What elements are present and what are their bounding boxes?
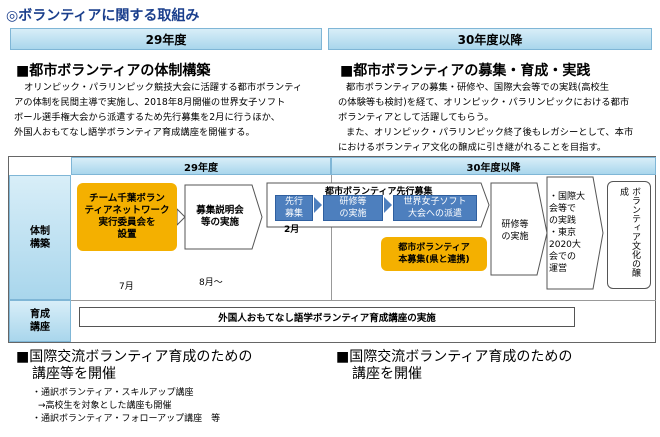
advance-recruit-title: 都市ボランティア先行募集 — [325, 187, 433, 197]
briefing-line2: 等の実施 — [200, 217, 239, 228]
dispatch-box: 世界女子ソフト大会への派遣 — [393, 195, 477, 221]
advance-recruit-line1: 先行 — [284, 197, 303, 207]
training2-box: 研修等の実施 — [493, 213, 537, 249]
bottom-left-heading-line2: 講座等を開催 — [32, 366, 116, 382]
dispatch-line2: 大会への派遣 — [407, 209, 462, 219]
team-box-line3: 実行委員会を — [98, 217, 156, 228]
left-line-2: アの体制を民間主導で実施し、2018年8月開催の世界女子ソフト — [14, 97, 286, 108]
briefing-box: 募集説明会等の実施 — [187, 197, 253, 237]
left-section-text: オリンピック・パラリンピック競技大会に活躍する都市ボランティ アの体制を民間主導… — [14, 80, 332, 140]
bottom-left-heading-line1: ■国際交流ボランティア育成のための — [16, 349, 253, 365]
team-box-line2: ティアネットワーク — [84, 205, 170, 216]
intl-line6: 会での — [549, 252, 577, 262]
intl-line2: 会等で — [549, 204, 577, 214]
advance-recruit-box: 先行募集 — [275, 195, 313, 221]
team-chiba-network-box: チーム千葉ボラン ティアネットワーク 実行委員会を 設置 — [77, 183, 177, 251]
bottom-right-heading-line1: ■国際交流ボランティア育成のための — [336, 349, 573, 365]
training-box: 研修等の実施 — [323, 195, 383, 221]
diagram-year-fy30-onward: 30年度以降 — [331, 157, 656, 175]
row-label-structure: 体制構築 — [9, 175, 71, 300]
header-fy30-onward: 30年度以降 — [328, 28, 652, 50]
year-divider — [331, 175, 332, 300]
right-section-heading: ■都市ボランティアの募集・育成・実践 — [340, 63, 591, 79]
team-box-line1: チーム千葉ボラン — [89, 193, 165, 204]
bullet-1: ・通訳ボランティア・スキルアップ講座 — [32, 388, 194, 398]
left-line-1: オリンピック・パラリンピック競技大会に活躍する都市ボランティ — [24, 82, 303, 93]
right-line-3: ボランティアとして活躍してもらう。 — [338, 112, 494, 123]
bottom-left-heading: ■国際交流ボランティア育成のための 講座等を開催 — [16, 349, 252, 383]
row2-label-line2: 講座 — [30, 322, 50, 333]
left-section-heading: ■都市ボランティアの体制構築 — [16, 63, 211, 79]
bullet-3: ・通訳ボランティア・フォローアップ講座 等 — [32, 414, 221, 424]
arrow-recruit-to-training — [314, 197, 322, 213]
header-fy29: 29年度 — [10, 28, 322, 50]
intl-line7: 運営 — [549, 264, 568, 274]
intl-line3: の実践 — [549, 216, 577, 226]
timeline-diagram: 29年度 30年度以降 体制構築 育成講座 チーム千葉ボラン ティアネットワーク… — [8, 156, 656, 343]
volunteer-culture-text: ボランティア文化の醸成 — [618, 187, 640, 277]
main-recruit-line1: 都市ボランティア — [398, 243, 470, 253]
dispatch-line1: 世界女子ソフト — [403, 197, 467, 207]
briefing-shape — [184, 184, 263, 250]
volunteer-culture-box: ボランティア文化の醸成 — [607, 181, 651, 289]
right-line-1: 都市ボランティアの募集・研修や、国際大会等での実践(高校生 — [346, 82, 610, 93]
training-line1: 研修等 — [339, 197, 367, 207]
left-line-3: ボール選手権大会から派遣するため先行募集を2月に行うほか、 — [14, 112, 281, 123]
briefing-line1: 募集説明会 — [196, 205, 244, 216]
bottom-left-bullets: ・通訳ボランティア・スキルアップ講座 →高校生を対象とした講座も開催 ・通訳ボラ… — [32, 387, 220, 426]
arrow-training-to-dispatch — [384, 197, 392, 213]
intl-line1: ・国際大 — [549, 192, 586, 202]
bottom-right-heading-line2: 講座を開催 — [352, 366, 422, 382]
bottom-right-heading: ■国際交流ボランティア育成のための 講座を開催 — [336, 349, 572, 383]
training-line2: の実施 — [339, 209, 367, 219]
right-line-5: におけるボランティア文化の醸成に引き継がれることを目指す。 — [338, 142, 607, 153]
intl-line5: 2020大 — [549, 240, 581, 250]
briefing-month: 8月～ — [199, 278, 223, 288]
right-line-2: の体験等も検討)を経て、オリンピック・パラリンピックにおける都市 — [338, 97, 630, 108]
intl-line4: ・東京 — [549, 228, 577, 238]
main-recruit-line2: 本募集(県と連携) — [398, 255, 470, 265]
intl-shape — [546, 176, 604, 290]
training2-shape — [490, 182, 548, 276]
arrow-team-to-briefing — [176, 207, 186, 227]
main-recruit-box: 都市ボランティア本募集(県と連携) — [381, 237, 487, 271]
row1-label-line2: 構築 — [30, 238, 50, 250]
left-line-4: 外国人おもてなし語学ボランティア育成講座を開催する。 — [14, 127, 255, 138]
row-label-course: 育成講座 — [9, 300, 71, 342]
diagram-year-fy29: 29年度 — [71, 157, 331, 175]
team-month: 7月 — [119, 282, 134, 292]
page-title: ◎ボランティアに関する取組み — [6, 8, 200, 24]
right-section-text: 都市ボランティアの募集・研修や、国際大会等での実践(高校生 の体験等も検討)を経… — [338, 80, 658, 155]
row1-label-line1: 体制 — [30, 225, 50, 237]
team-box-line4: 設置 — [117, 229, 137, 240]
language-course-box: 外国人おもてなし語学ボランティア育成講座の実施 — [79, 307, 575, 327]
right-line-4: また、オリンピック・パラリンピック終了後もレガシーとして、本市 — [346, 127, 634, 138]
bullet-2: →高校生を対象とした講座も開催 — [38, 401, 172, 411]
advance-recruit-line2: 募集 — [284, 209, 303, 219]
advance-month: 2月 — [284, 225, 300, 235]
training2-line1: 研修等 — [501, 220, 529, 230]
row-divider — [71, 300, 656, 301]
row2-label-line1: 育成 — [30, 309, 50, 320]
training2-line2: の実施 — [501, 232, 529, 242]
intl-practice-box: ・国際大 会等で の実践 ・東京 2020大 会での 運営 — [549, 181, 595, 285]
